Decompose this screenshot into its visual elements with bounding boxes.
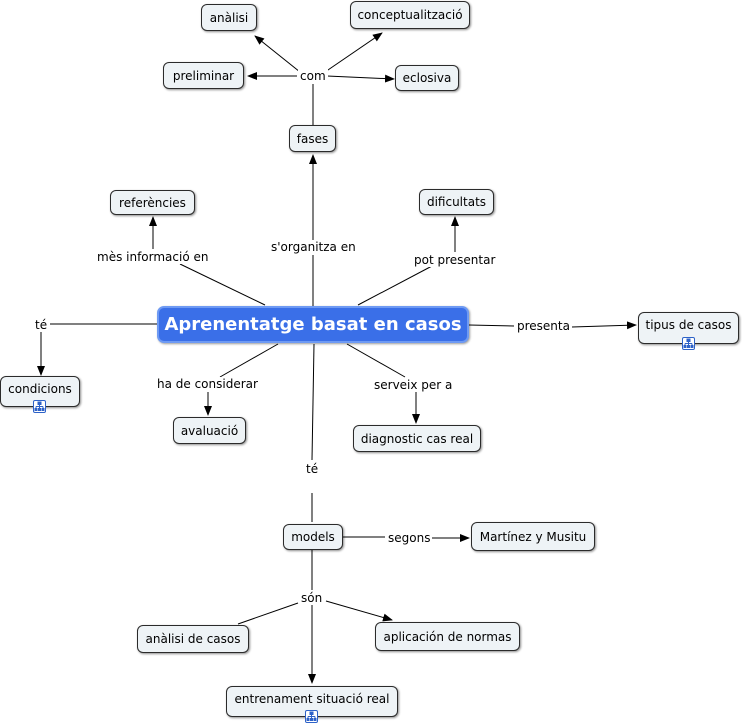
link-mes-informacio-en: mès informació en [95,250,211,264]
link-presenta: presenta [515,319,572,333]
main-topic[interactable]: Aprenentatge basat en casos [157,306,469,343]
node-conceptualitzacio[interactable]: conceptualització [350,1,470,29]
link-te-condicions: té [33,318,50,332]
main-topic-label: Aprenentatge basat en casos [164,314,462,335]
node-conceptualitzacio-label: conceptualització [357,8,463,22]
node-referencies[interactable]: referències [110,190,195,215]
link-pot-presentar: pot presentar [412,253,498,267]
node-analisi[interactable]: anàlisi [201,4,257,31]
node-martinez[interactable]: Martínez y Musitu [471,522,595,551]
entrenament-map-icon[interactable] [305,710,318,723]
link-ha-de-considerar: ha de considerar [155,377,260,391]
node-fases[interactable]: fases [289,125,336,152]
node-aplicacio-normas[interactable]: aplicación de normas [375,622,520,651]
node-analisi-label: anàlisi [209,10,249,25]
node-diagnostic[interactable]: diagnostic cas real [353,425,481,452]
node-martinez-label: Martínez y Musitu [479,529,587,544]
link-serveix-per-a: serveix per a [372,378,455,392]
link-segons: segons [386,531,433,545]
node-aplicacio-normas-label: aplicación de normas [383,629,512,644]
node-entrenament-label: entrenament situació real [234,692,390,706]
node-avaluacio-label: avaluació [180,423,239,438]
node-eclosiva-label: eclosiva [402,71,452,85]
node-preliminar[interactable]: preliminar [163,62,244,89]
node-analisi-casos-label: anàlisi de casos [145,632,241,646]
link-sorganitza-en: s'organitza en [269,240,358,254]
node-condicions-label: condicions [8,382,72,396]
node-tipus-casos-label: tipus de casos [645,318,732,332]
node-models[interactable]: models [283,524,343,550]
node-preliminar-label: preliminar [172,68,235,83]
tipus-casos-map-icon[interactable] [682,337,695,350]
link-son: són [299,591,325,605]
node-dificultats-label: dificultats [426,195,487,209]
node-diagnostic-label: diagnostic cas real [360,431,474,446]
node-models-label: models [291,530,335,544]
node-referencies-label: referències [119,195,186,210]
node-fases-label: fases [296,131,329,146]
node-analisi-casos[interactable]: anàlisi de casos [137,625,249,653]
node-dificultats[interactable]: dificultats [419,189,494,215]
node-eclosiva[interactable]: eclosiva [395,65,459,91]
node-avaluacio[interactable]: avaluació [173,417,246,444]
condicions-map-icon[interactable] [33,400,46,413]
link-com: com [298,69,328,83]
link-te-models: té [304,462,321,476]
